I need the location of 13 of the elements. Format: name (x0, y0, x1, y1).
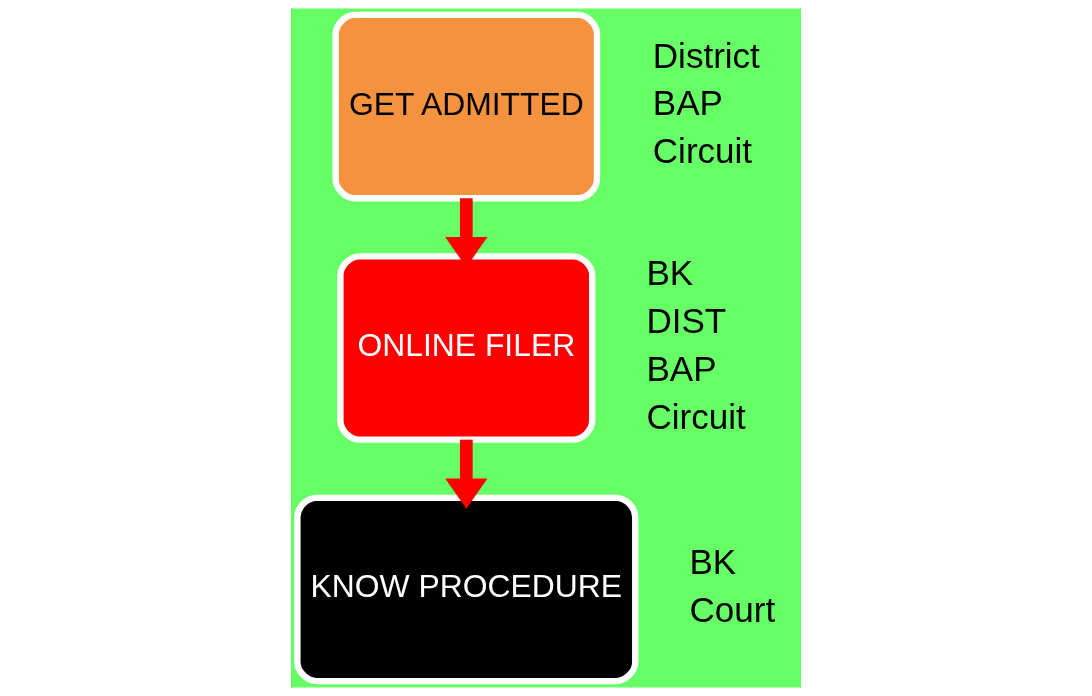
node-box: ONLINE FILER (337, 253, 596, 443)
node-box: GET ADMITTED (332, 11, 601, 202)
node-label: BAP (652, 83, 723, 123)
node-label: Circuit (646, 396, 746, 436)
arrow (445, 439, 488, 509)
node-label: Court (689, 590, 776, 630)
node-label: BK (646, 253, 694, 293)
node-label: DIST (646, 301, 727, 341)
node-label: Circuit (652, 131, 753, 171)
node-label: BK (689, 542, 737, 582)
node-label: BAP (646, 348, 717, 388)
node-label: District (652, 35, 760, 75)
node-box: KNOW PROCEDURE (294, 494, 639, 685)
